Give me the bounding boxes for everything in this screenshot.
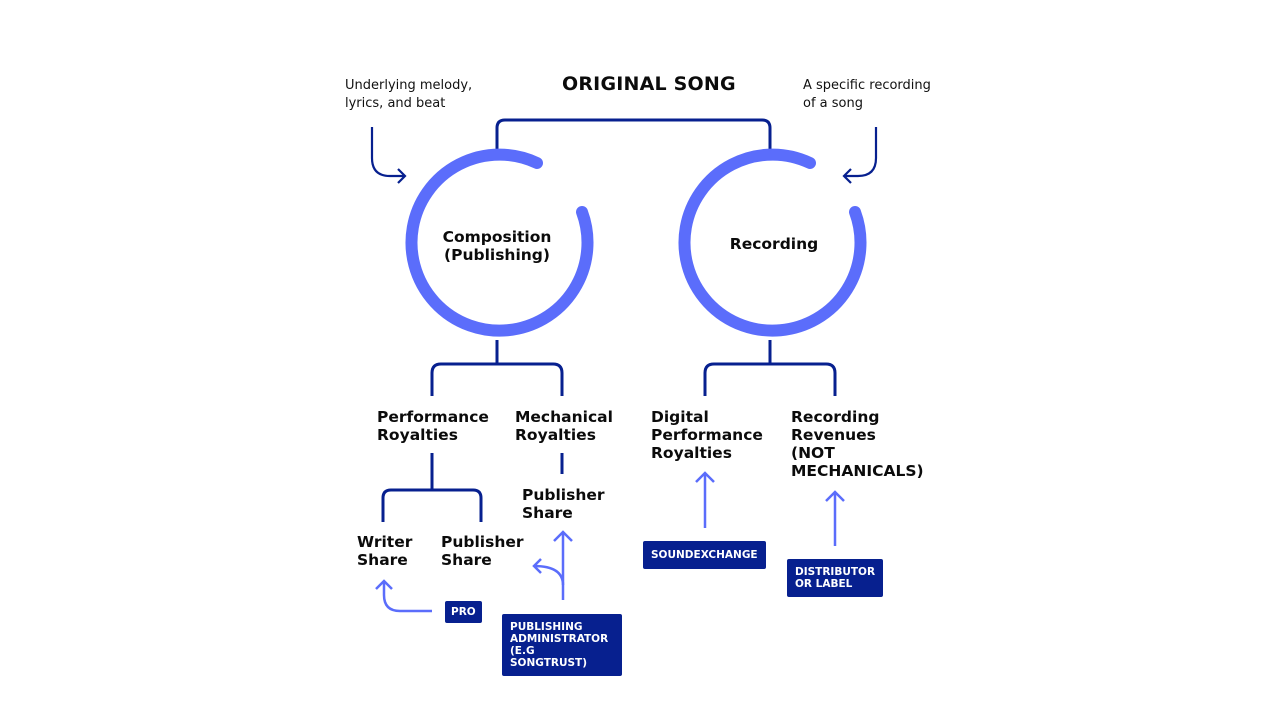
node-line: Royalties	[651, 444, 732, 462]
note-arrow-right	[842, 127, 878, 184]
admin-arrow-left	[532, 558, 565, 586]
node-line: Recording	[791, 408, 880, 426]
note-arrow-left	[370, 127, 407, 184]
composition-circle	[405, 148, 594, 337]
note-composition: Underlying melody, lyrics, and beat	[345, 77, 472, 113]
node-line: Performance	[651, 426, 763, 444]
soundexchange-arrow	[695, 471, 715, 528]
connector-composition-branch	[430, 340, 564, 396]
badge-line: PUBLISHING	[510, 621, 583, 633]
node-composition: Composition (Publishing)	[437, 228, 557, 264]
node-recording-revenues: Recording Revenues (NOT MECHANICALS)	[791, 408, 924, 480]
badge-distributor: DISTRIBUTOR OR LABEL	[787, 559, 883, 597]
node-line: Writer	[357, 533, 413, 551]
node-line: Share	[357, 551, 408, 569]
note-line: lyrics, and beat	[345, 96, 446, 111]
distributor-arrow	[825, 490, 845, 546]
node-performance-royalties: Performance Royalties	[377, 408, 489, 444]
node-line: Share	[441, 551, 492, 569]
node-publisher-share-performance: Publisher Share	[441, 533, 524, 569]
node-line: (Publishing)	[444, 246, 550, 264]
node-line: MECHANICALS)	[791, 462, 924, 480]
node-line: Recording	[729, 235, 819, 253]
node-line: Digital	[651, 408, 709, 426]
node-writer-share: Writer Share	[357, 533, 412, 569]
connector-recording-branch	[703, 340, 837, 396]
note-line: of a song	[803, 96, 863, 111]
badge-line: (E.G SONGTRUST)	[510, 645, 588, 669]
badge-line: OR LABEL	[795, 578, 853, 590]
node-line: Publisher	[441, 533, 524, 551]
admin-arrow-up	[553, 530, 573, 600]
node-line: (NOT	[791, 444, 835, 462]
pro-arrow	[375, 579, 432, 613]
badge-pro: PRO	[445, 601, 482, 623]
node-mechanical-royalties: Mechanical Royalties	[515, 408, 613, 444]
badge-line: SOUNDEXCHANGE	[651, 549, 758, 561]
node-line: Publisher	[522, 486, 605, 504]
note-recording: A specific recording of a song	[803, 77, 931, 113]
node-line: Composition	[442, 228, 552, 246]
badge-publishing-administrator: PUBLISHING ADMINISTRATOR (E.G SONGTRUST)	[502, 614, 622, 676]
node-line: Revenues	[791, 426, 876, 444]
node-line: Performance	[377, 408, 489, 426]
connector-performance-branch	[381, 453, 483, 522]
node-line: Royalties	[377, 426, 458, 444]
note-line: Underlying melody,	[345, 78, 473, 93]
badge-line: PRO	[451, 606, 476, 618]
connector-original-song	[495, 118, 772, 150]
node-publisher-share-mechanical: Publisher Share	[522, 486, 605, 522]
node-recording: Recording	[714, 235, 834, 253]
node-digital-performance-royalties: Digital Performance Royalties	[651, 408, 763, 462]
note-line: A specific recording	[803, 78, 931, 93]
badge-line: DISTRIBUTOR	[795, 566, 876, 578]
node-line: Royalties	[515, 426, 596, 444]
node-line: Share	[522, 504, 573, 522]
badge-soundexchange: SOUNDEXCHANGE	[643, 541, 766, 569]
node-line: Mechanical	[515, 408, 613, 426]
recording-circle	[678, 148, 867, 337]
page-title: ORIGINAL SONG	[562, 73, 736, 95]
badge-line: ADMINISTRATOR	[510, 633, 609, 645]
